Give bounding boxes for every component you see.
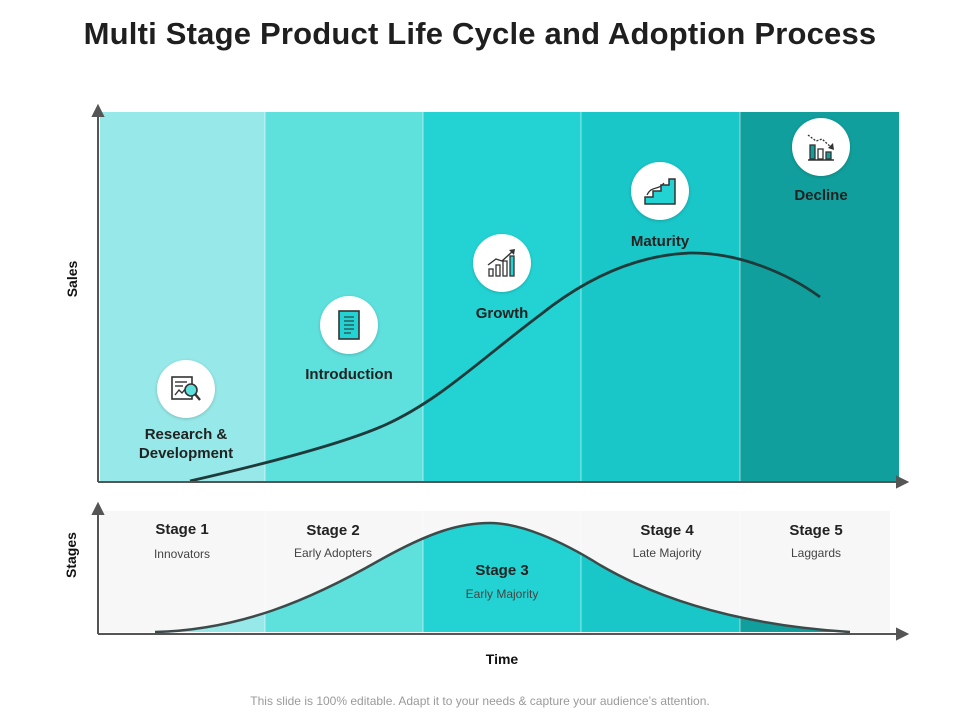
adoption-stage-4-title: Stage 4: [640, 522, 694, 539]
growth-chart-icon: [487, 249, 515, 277]
adoption-stage-4-group: Late Majority: [632, 546, 702, 560]
decline-chart-icon: [807, 134, 834, 161]
sales-band-3: [423, 112, 581, 482]
lifecycle-label-decline: Decline: [794, 187, 848, 204]
research-icon-circle: [157, 360, 215, 418]
decline-icon-circle: [792, 118, 850, 176]
sales-curve: [189, 251, 821, 483]
sales-axis-label: Sales: [64, 260, 80, 298]
stages-axis-label: Stages: [63, 532, 79, 578]
lifecycle-label-introduction: Introduction: [305, 366, 393, 383]
adoption-bell-curve: [154, 521, 851, 634]
lifecycle-label-maturity: Maturity: [630, 233, 690, 250]
lifecycle-label-growth: Growth: [475, 305, 529, 322]
adoption-stage-3-group: Early Majority: [465, 587, 539, 601]
adoption-stage-2-title: Stage 2: [306, 522, 360, 539]
footer-note: This slide is 100% editable. Adapt it to…: [250, 694, 710, 708]
research-magnifier-icon: [171, 376, 201, 401]
stairs-chart-icon: [644, 178, 676, 205]
adoption-stage-5-title: Stage 5: [789, 522, 843, 539]
introduction-icon-circle: [320, 296, 378, 354]
document-icon: [338, 310, 360, 340]
growth-icon-circle: [473, 234, 531, 292]
adoption-stage-3-title: Stage 3: [475, 562, 529, 579]
adoption-stage-1-title: Stage 1: [155, 521, 209, 538]
time-axis-label: Time: [485, 651, 519, 667]
maturity-icon-circle: [631, 162, 689, 220]
adoption-stage-1-group: Innovators: [153, 547, 211, 561]
lifecycle-label-research: Research & Development: [138, 426, 234, 462]
page-title: Multi Stage Product Life Cycle and Adopt…: [83, 16, 877, 51]
adoption-stage-2-group: Early Adopters: [293, 546, 373, 560]
sales-band-1: [100, 112, 265, 482]
adoption-stage-5-group: Laggards: [790, 546, 842, 560]
